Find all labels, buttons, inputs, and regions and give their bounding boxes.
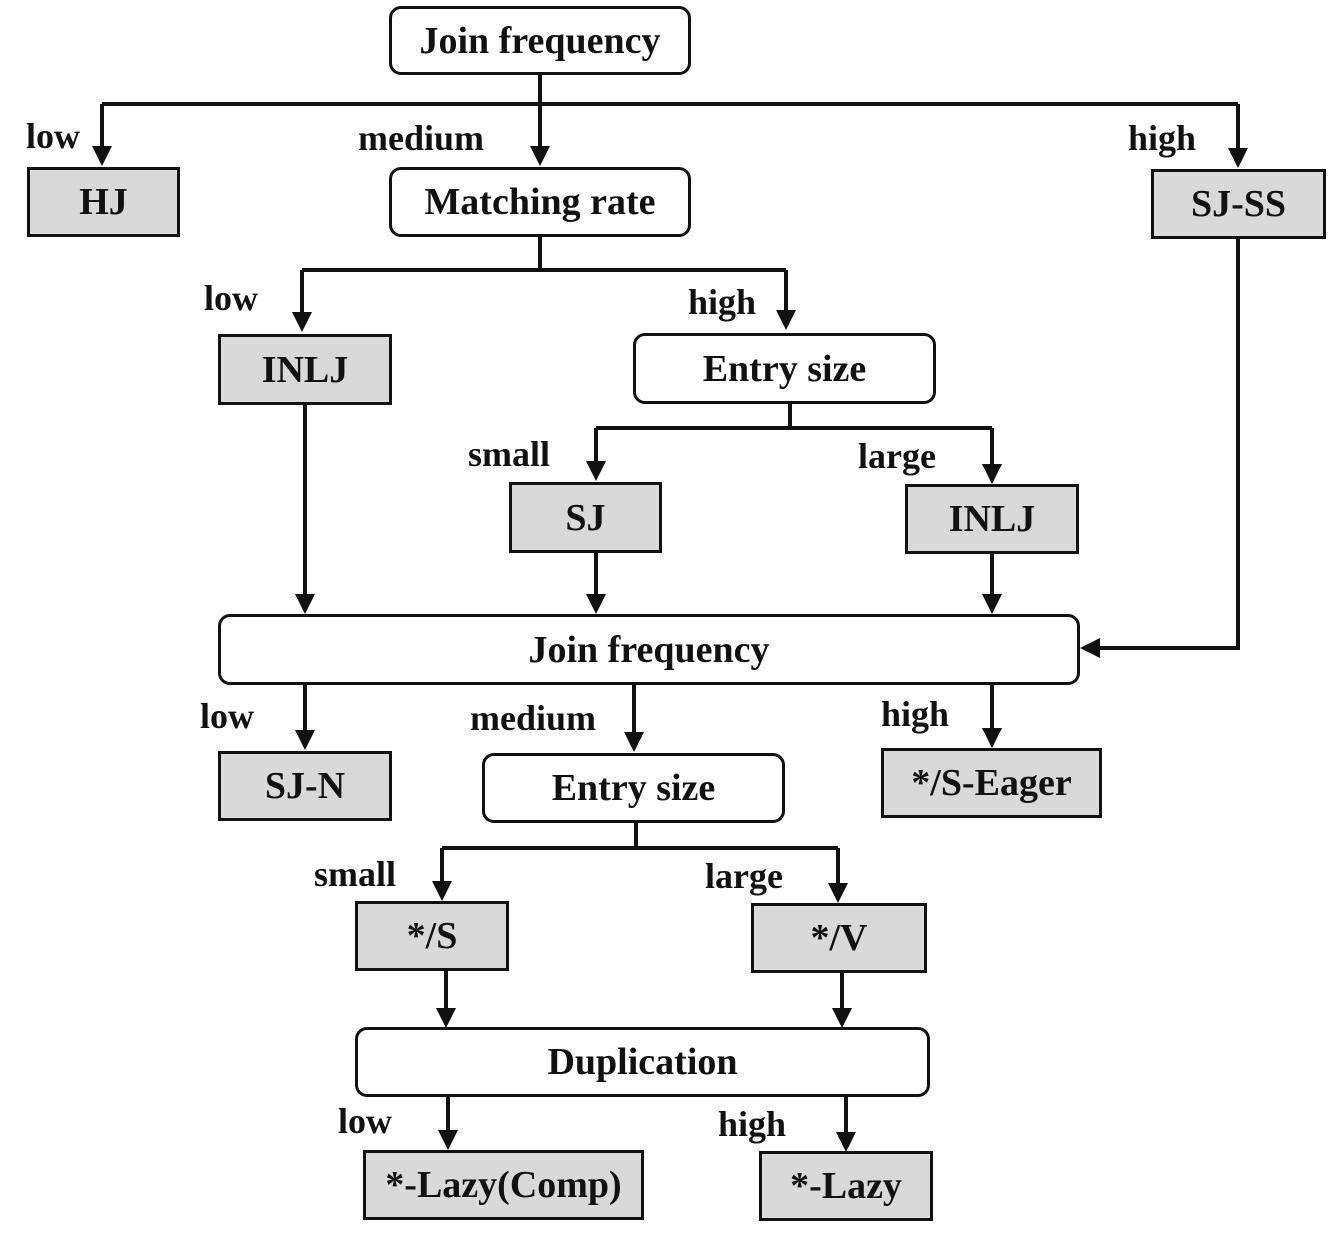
s-eager-node: */S-Eager xyxy=(881,748,1102,818)
join-frequency-top-node: Join frequency xyxy=(389,6,691,75)
edge-label-es-mid-large: large xyxy=(705,856,783,896)
edge-label-jf-top-medium: medium xyxy=(358,118,484,158)
edge-label-es-mid-small: small xyxy=(314,854,397,894)
sj-node: SJ xyxy=(509,482,662,553)
edge-label-dup-low: low xyxy=(338,1101,392,1141)
edge-label-jf-top-low: low xyxy=(26,116,80,156)
duplication-node: Duplication xyxy=(355,1027,930,1097)
edge-label-mr-low: low xyxy=(204,278,258,318)
star-s-node: */S xyxy=(355,901,509,971)
star-v-node: */V xyxy=(751,903,927,973)
sj-ss-node: SJ-SS xyxy=(1151,169,1326,239)
join-frequency-mid-node: Join frequency xyxy=(218,614,1080,685)
sj-n-node: SJ-N xyxy=(218,751,392,821)
edge-label-es-top-large: large xyxy=(858,436,936,476)
matching-rate-node: Matching rate xyxy=(389,167,691,237)
edge-label-jf-mid-low: low xyxy=(200,696,254,736)
inlj-left-node: INLJ xyxy=(218,334,392,405)
edge-label-dup-high: high xyxy=(718,1104,787,1144)
entry-size-mid-node: Entry size xyxy=(482,753,785,823)
edge-label-jf-mid-medium: medium xyxy=(470,698,596,738)
connector-sjss-route xyxy=(1080,238,1240,658)
hj-node: HJ xyxy=(27,167,180,237)
entry-size-top-node: Entry size xyxy=(633,333,936,404)
inlj-right-node: INLJ xyxy=(905,484,1079,554)
edge-label-mr-high: high xyxy=(688,282,757,322)
edge-label-jf-top-high: high xyxy=(1128,118,1197,158)
edge-label-jf-mid-high: high xyxy=(881,694,950,734)
lazy-node: *-Lazy xyxy=(759,1151,933,1221)
edge-label-es-top-small: small xyxy=(468,434,551,474)
lazy-comp-node: *-Lazy(Comp) xyxy=(363,1150,644,1220)
